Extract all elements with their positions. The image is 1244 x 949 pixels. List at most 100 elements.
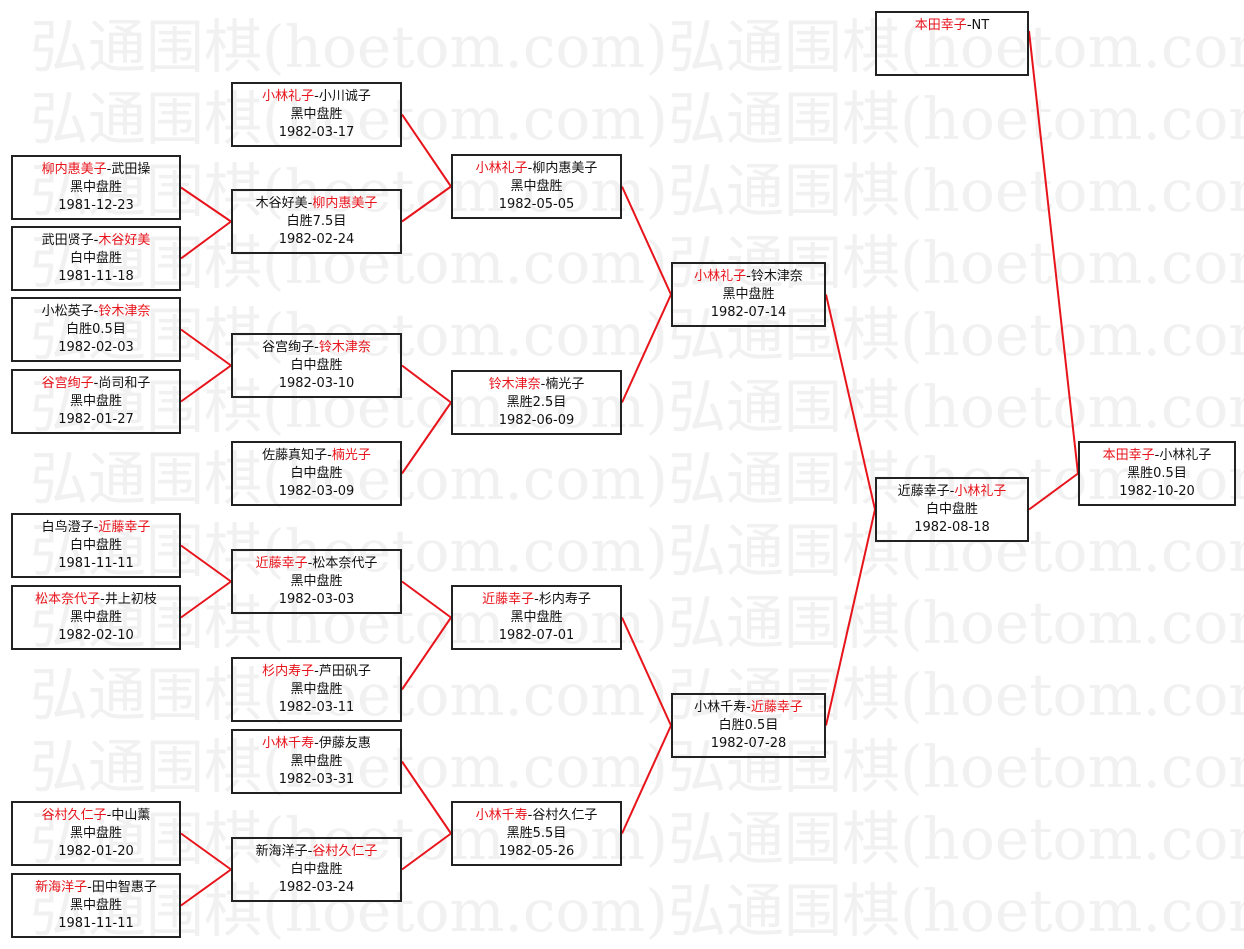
connector-line	[401, 580, 452, 619]
player-1: 白鸟澄子	[41, 520, 94, 535]
match-players: 佐藤真知子-楠光子	[233, 447, 400, 465]
match-box: 本田幸子-NT	[875, 11, 1029, 76]
player-1: 小林礼子	[694, 269, 747, 284]
match-box: 近藤幸子-松本奈代子黑中盘胜 1982-03-03	[231, 549, 402, 614]
match-players: 铃木津奈-楠光子	[453, 376, 620, 394]
match-players: 谷宫绚子-尚司和子	[13, 375, 179, 393]
separator: -	[540, 377, 546, 392]
match-players: 本田幸子-小林礼子	[1080, 447, 1234, 465]
connector-line	[825, 294, 876, 510]
player-2: 井上初枝	[104, 592, 157, 607]
connector-line	[180, 364, 232, 403]
connector-line	[401, 616, 452, 691]
match-box: 小林千寿-近藤幸子白胜0.5目 1982-07-28	[671, 693, 826, 758]
player-2: 小林礼子	[954, 484, 1007, 499]
match-date: 1982-05-26	[498, 844, 575, 859]
match-result: 黑中盘胜	[69, 610, 122, 625]
player-1: 本田幸子	[1102, 448, 1155, 463]
match-result: 黑中盘胜	[510, 179, 563, 194]
player-1: 松本奈代子	[35, 592, 101, 607]
player-2: 谷村久仁子	[312, 844, 378, 859]
match-players: 柳内惠美子-武田操	[13, 161, 179, 179]
match-result: 黑中盘胜	[290, 107, 343, 122]
match-date: 1982-07-14	[710, 305, 787, 320]
connector-line	[1028, 472, 1079, 511]
match-players: 近藤幸子-松本奈代子	[233, 555, 400, 573]
connector-line	[401, 832, 452, 871]
match-result: 黑中盘胜	[290, 682, 343, 697]
player-2: 柳内惠美子	[532, 161, 598, 176]
player-1: 柳内惠美子	[41, 162, 107, 177]
player-1: 杉内寿子	[262, 664, 315, 679]
player-2: 伊藤友惠	[318, 736, 371, 751]
player-1: 木谷好美	[255, 196, 308, 211]
player-2: 小林礼子	[1159, 448, 1212, 463]
player-2: 铃木津奈	[98, 304, 151, 319]
match-result: 黑中盘胜	[290, 754, 343, 769]
separator: -	[314, 340, 319, 355]
match-result: 黑中盘胜	[69, 180, 122, 195]
match-result: 黑中盘胜	[290, 574, 343, 589]
separator: -	[93, 376, 99, 391]
match-date: 1982-03-11	[278, 700, 355, 715]
match-date: 1982-03-09	[278, 484, 355, 499]
match-players: 小林千寿-近藤幸子	[673, 699, 824, 717]
separator: -	[307, 196, 313, 211]
match-players: 小松英子-铃木津奈	[13, 303, 179, 321]
match-date: 1982-07-01	[498, 628, 575, 643]
connector-line	[401, 401, 452, 475]
separator: -	[100, 592, 105, 607]
match-result: 白中盘胜	[925, 502, 978, 517]
match-players: 白鸟澄子-近藤幸子	[13, 519, 179, 537]
player-2: 杉内寿子	[538, 592, 591, 607]
player-1: 小林礼子	[262, 89, 315, 104]
separator: -	[949, 484, 955, 499]
match-result: 白中盘胜	[69, 251, 122, 266]
player-1: 小林千寿	[262, 736, 315, 751]
match-result: 白胜0.5目	[718, 718, 779, 733]
player-2: 楠光子	[331, 448, 371, 463]
separator: -	[314, 664, 319, 679]
player-1: 佐藤真知子	[262, 448, 328, 463]
separator: -	[314, 736, 319, 751]
match-players: 木谷好美-柳内惠美子	[233, 195, 400, 213]
player-1: 本田幸子	[914, 18, 967, 33]
match-date: 1982-03-03	[278, 592, 355, 607]
match-date: 1982-03-10	[278, 376, 355, 391]
match-date: 1982-01-20	[58, 844, 134, 859]
match-players: 近藤幸子-杉内寿子	[453, 591, 620, 609]
match-date: 1982-10-20	[1119, 484, 1195, 499]
match-players: 小林千寿-谷村久仁子	[453, 807, 620, 825]
match-date: 1982-01-27	[58, 412, 134, 427]
match-result: 白中盘胜	[290, 862, 343, 877]
match-date: 1982-07-28	[710, 736, 787, 751]
match-date: 1981-11-18	[58, 269, 134, 284]
match-players: 新海洋子-谷村久仁子	[233, 843, 400, 861]
separator: -	[327, 448, 332, 463]
match-result: 黑中盘胜	[510, 610, 563, 625]
connector-line	[180, 186, 232, 223]
connector-line	[401, 185, 452, 223]
separator: -	[93, 304, 99, 319]
player-1: 新海洋子	[255, 844, 308, 859]
match-result: 黑胜2.5目	[506, 395, 567, 410]
match-result: 白胜0.5目	[66, 322, 126, 337]
player-1: 谷宫绚子	[41, 376, 94, 391]
separator: -	[106, 162, 112, 177]
player-2: 铃木津奈	[750, 269, 803, 284]
match-result: 黑中盘胜	[69, 394, 122, 409]
connector-line	[180, 220, 232, 260]
separator: -	[1154, 448, 1160, 463]
match-players: 新海洋子-田中智惠子	[13, 879, 179, 897]
separator: -	[93, 520, 99, 535]
